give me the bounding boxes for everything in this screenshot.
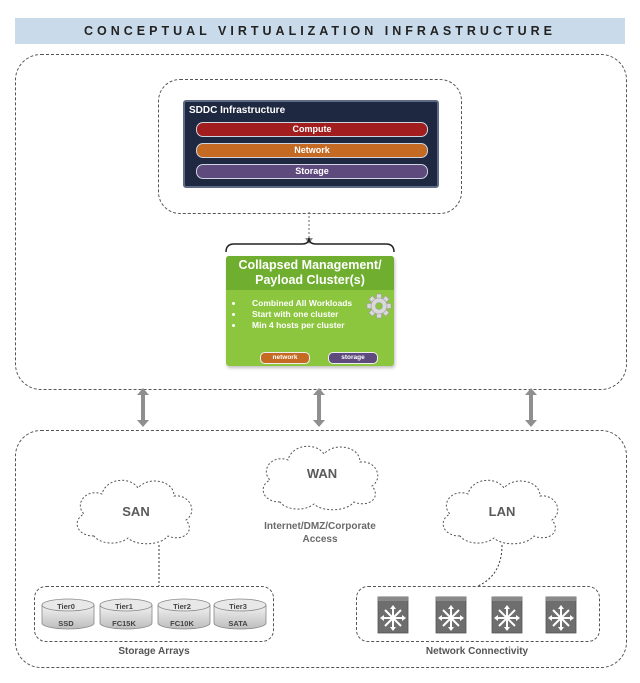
san-label: SAN [122,504,150,519]
cluster-bullets: Combined All Workloads Start with one cl… [230,298,352,331]
disk-icon [213,598,267,630]
tier-label: Tier3 [229,602,247,611]
cluster-bullet: Min 4 hosts per cluster [244,320,352,331]
tier-type: SATA [228,619,248,628]
cluster-bullet: Combined All Workloads [244,298,352,309]
sddc-panel: SDDC Infrastructure Compute Network Stor… [183,100,439,188]
disk-icon [157,598,211,630]
sddc-title: SDDC Infrastructure [189,105,286,116]
wan-label: WAN [306,466,338,481]
tier-type: FC15K [112,619,136,628]
storage-disks [41,598,267,630]
right-double-arrow [525,388,537,427]
storage-bar: Storage [196,164,428,179]
cluster-bullet: Start with one cluster [244,309,352,320]
lan-label: LAN [488,504,516,519]
tier-type: SSD [58,619,74,628]
wan-caption: Internet/DMZ/Corporate Access [222,520,418,546]
network-switches [377,596,577,634]
cluster-title-line2: Payload Cluster(s) [255,273,365,287]
tier-type: FC10K [170,619,194,628]
wan-caption-line2: Access [302,534,338,545]
disk-icon [99,598,153,630]
wan-caption-line1: Internet/DMZ/Corporate [264,521,376,532]
physical-infrastructure-frame [15,430,627,668]
network-switch-icon [377,596,409,634]
storage-arrays-box [34,586,274,642]
tier-label: Tier1 [115,602,133,611]
network-switch-icon [545,596,577,634]
storage-pill: storage [328,352,378,364]
wan-cloud-icon [262,445,379,511]
san-cloud-icon [76,479,193,545]
gear-icon [366,293,392,319]
virtualization-frame [15,54,627,390]
storage-arrays-label: Storage Arrays [118,646,190,657]
tier-label: Tier0 [57,602,75,611]
disk-icon [41,598,95,630]
lan-connector [477,544,503,587]
compute-bar: Compute [196,122,428,137]
cluster-brace [225,237,395,253]
network-switch-icon [435,596,467,634]
page-title: CONCEPTUAL VIRTUALIZATION INFRASTRUCTURE [15,18,625,44]
cluster-title-line1: Collapsed Management/ [238,258,382,272]
network-bar: Network [196,143,428,158]
left-double-arrow [137,388,149,427]
double-arrows [137,388,537,427]
cluster-card: Collapsed Management/ Payload Cluster(s)… [226,256,394,366]
network-switch-icon [491,596,523,634]
tier-label: Tier2 [173,602,191,611]
sddc-frame [158,79,462,214]
cluster-title: Collapsed Management/ Payload Cluster(s) [226,256,394,290]
lan-cloud-icon [442,479,559,545]
center-double-arrow [313,388,325,427]
network-pill: network [260,352,310,364]
network-connectivity-label: Network Connectivity [425,646,529,657]
network-connectivity-box [356,586,600,642]
